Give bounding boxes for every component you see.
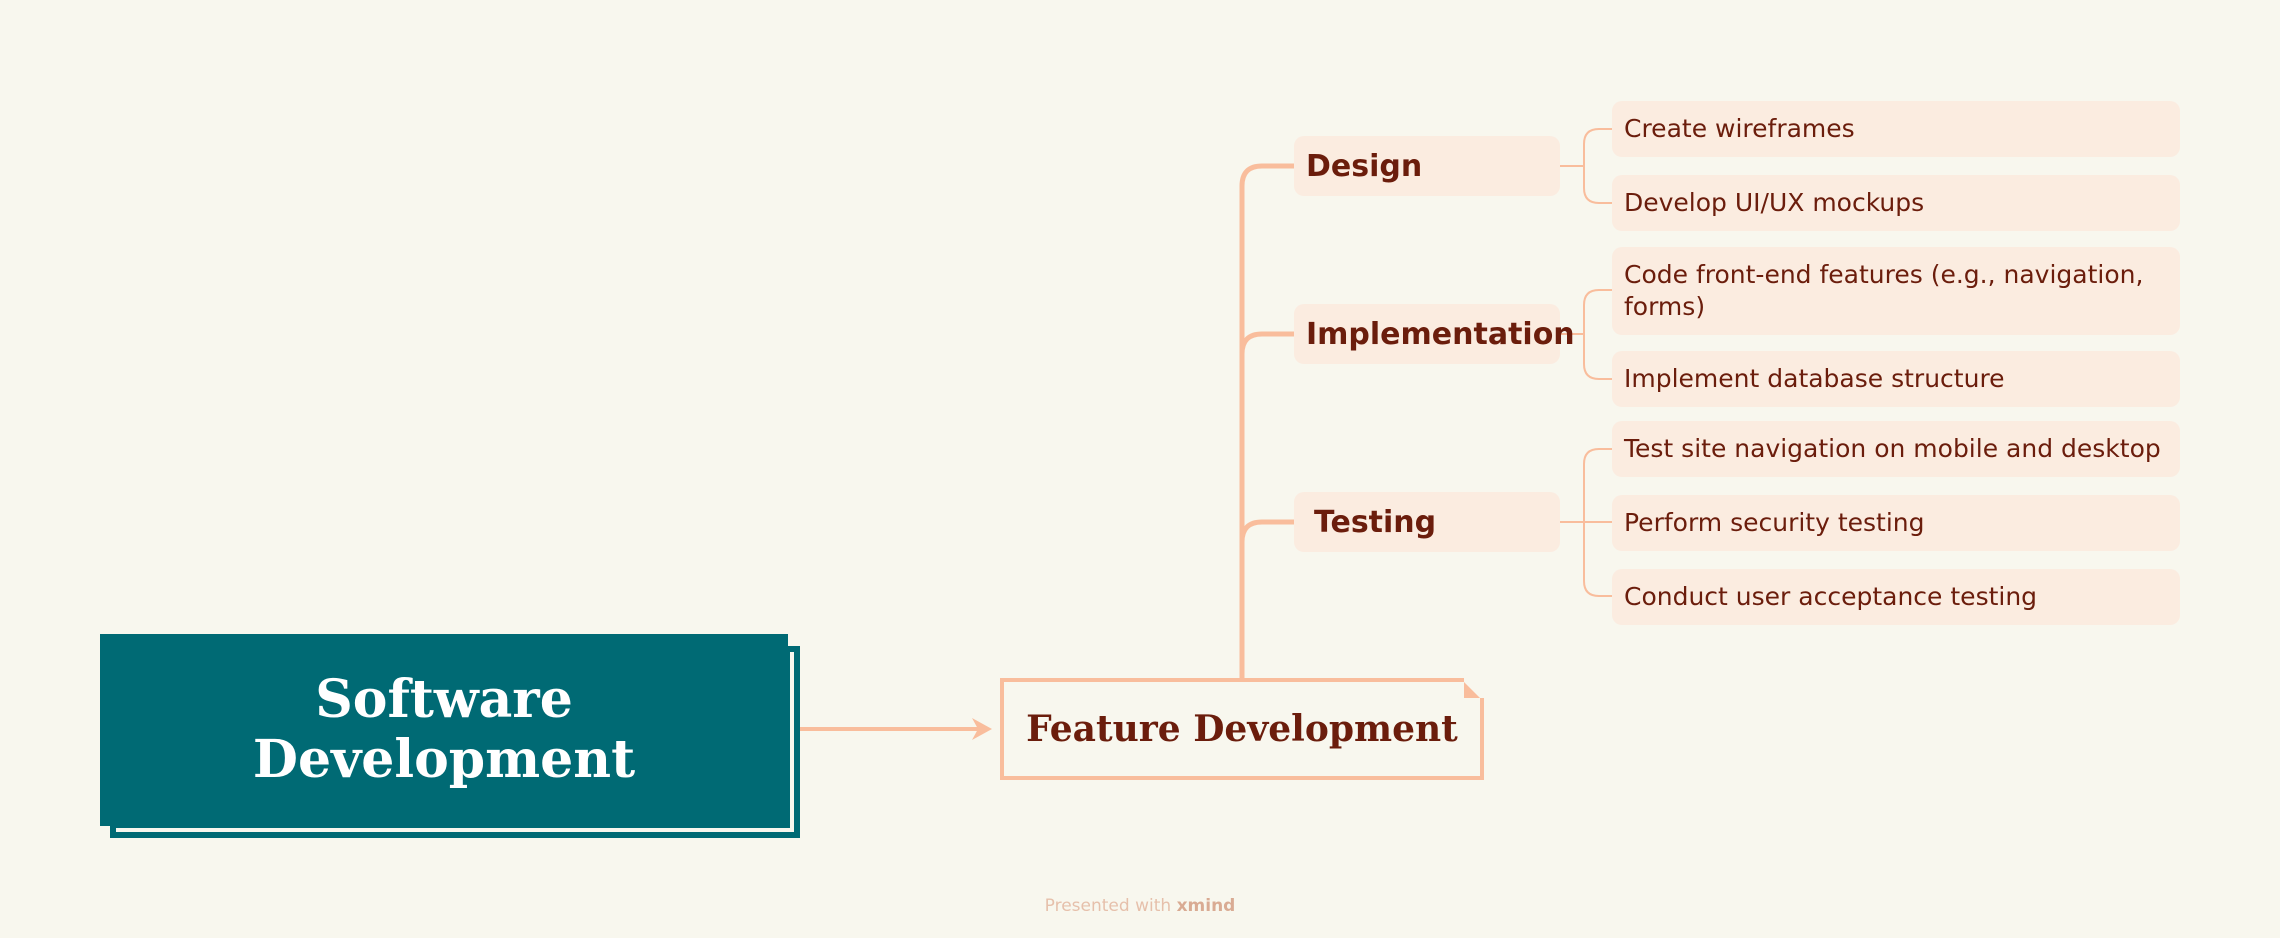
root-node[interactable]: Software Development bbox=[100, 634, 788, 826]
trunk-to-testing bbox=[1239, 519, 1294, 543]
leaf-node[interactable]: Conduct user acceptance testing bbox=[1612, 569, 2180, 625]
design-branch bbox=[1560, 128, 1612, 204]
leaf-label: Conduct user acceptance testing bbox=[1624, 582, 2038, 611]
leaf-label: Implement database structure bbox=[1624, 364, 2005, 393]
leaf-node[interactable]: Create wireframes bbox=[1612, 101, 2180, 157]
root-node-title: Software Development bbox=[252, 669, 636, 790]
testing-branch bbox=[1560, 448, 1612, 597]
footer-brand: xmind bbox=[1176, 896, 1236, 916]
group-node-implementation[interactable]: Implementation bbox=[1294, 304, 1575, 364]
trunk-to-implementation bbox=[1239, 331, 1294, 355]
arrow-head-icon bbox=[972, 718, 992, 740]
group-label: Implementation bbox=[1306, 316, 1575, 352]
footer-prefix: Presented with bbox=[1044, 896, 1172, 916]
leaf-node[interactable]: Implement database structure bbox=[1612, 351, 2180, 407]
leaf-label: Create wireframes bbox=[1624, 114, 1855, 143]
footer-credit: Presented with xmind bbox=[0, 896, 2280, 916]
leaf-label: Perform security testing bbox=[1624, 508, 1925, 537]
group-node-design[interactable]: Design bbox=[1294, 136, 1560, 196]
leaf-label: Develop UI/UX mockups bbox=[1624, 188, 1925, 217]
leaf-label: Test site navigation on mobile and deskt… bbox=[1624, 434, 2161, 463]
leaf-node[interactable]: Test site navigation on mobile and deskt… bbox=[1612, 421, 2180, 477]
folded-corner-icon bbox=[1460, 678, 1484, 702]
leaf-node[interactable]: Code front-end features (e.g., navigatio… bbox=[1612, 247, 2180, 335]
root-node-shadow-border bbox=[116, 652, 794, 832]
leaf-label: Code front-end features (e.g., navigatio… bbox=[1624, 260, 2144, 321]
leaf-node[interactable]: Develop UI/UX mockups bbox=[1612, 175, 2180, 231]
feature-node-title: Feature Development bbox=[1026, 708, 1458, 750]
group-label: Design bbox=[1306, 148, 1423, 184]
group-label: Testing bbox=[1314, 504, 1437, 540]
leaf-node[interactable]: Perform security testing bbox=[1612, 495, 2180, 551]
feature-node[interactable]: Feature Development bbox=[1000, 678, 1484, 780]
trunk-to-design bbox=[1239, 163, 1294, 678]
group-node-testing[interactable]: Testing bbox=[1294, 492, 1560, 552]
